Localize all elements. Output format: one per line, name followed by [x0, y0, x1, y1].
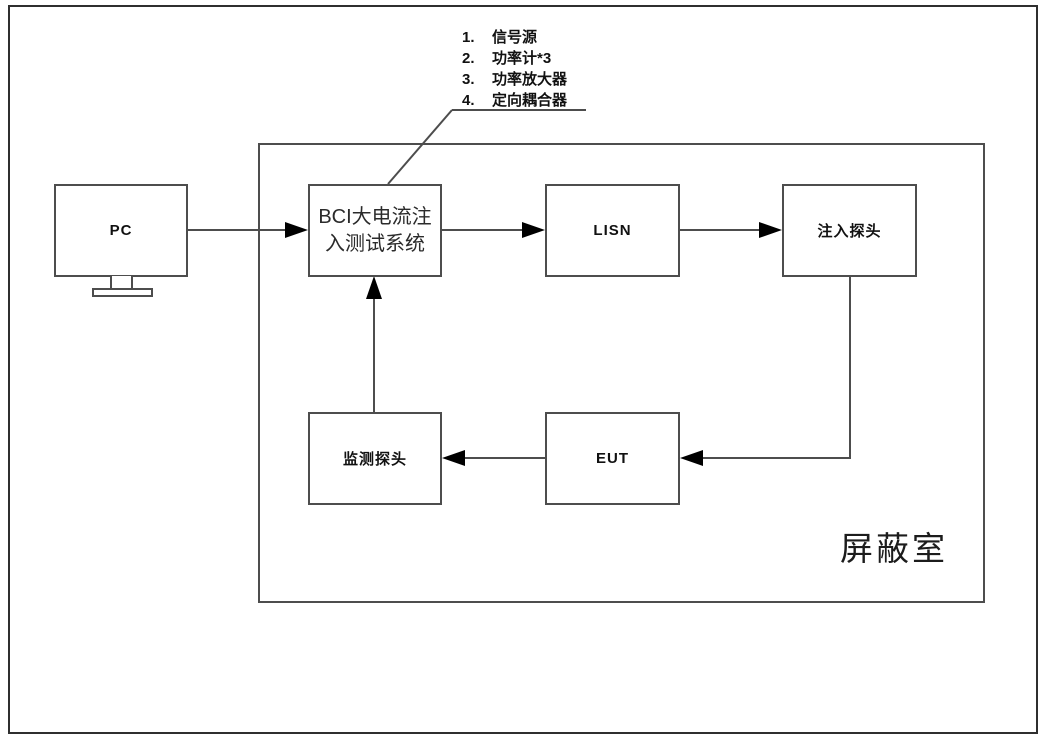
arrow-bci-to-lisn: [442, 222, 545, 238]
block-lisn-label: LISN: [593, 222, 632, 239]
arrow-monitor-probe-to-bci: [366, 276, 382, 412]
arrow-eut-to-monitor-probe: [442, 450, 545, 466]
annotation-item: 1. 信号源: [462, 27, 567, 48]
arrowhead-icon: [442, 450, 465, 466]
arrowhead-icon: [522, 222, 545, 238]
block-injection-probe-label: 注入探头: [817, 223, 882, 240]
annotation-item: 2. 功率计*3: [462, 48, 567, 69]
block-bci-label: BCI大电流注 入测试系统: [318, 204, 431, 258]
block-monitor-probe: 监测探头: [308, 412, 442, 505]
arrowhead-icon: [680, 450, 703, 466]
block-monitor-probe-label: 监测探头: [342, 451, 407, 468]
shield-room-boundary: [258, 143, 985, 603]
arrow-injection-probe-to-eut: [680, 277, 851, 466]
annotation-text: 定向耦合器: [492, 92, 568, 109]
block-eut: EUT: [545, 412, 680, 505]
block-injection-probe: 注入探头: [782, 184, 917, 277]
annotation-leader-line: [387, 109, 586, 185]
arrow-pc-to-bci: [188, 222, 308, 238]
pc-monitor-stand-neck: [110, 276, 133, 289]
block-pc-label: PC: [109, 222, 133, 239]
block-bci-label-line1: BCI大电流注: [318, 205, 432, 228]
block-pc: PC: [54, 184, 188, 277]
annotation-number: 4.: [462, 92, 475, 109]
annotation-text: 信号源: [492, 29, 538, 46]
annotation-item: 4. 定向耦合器: [462, 90, 567, 111]
block-bci-test-system: BCI大电流注 入测试系统: [308, 184, 442, 277]
annotation-text: 功率计*3: [492, 50, 552, 67]
outer-frame: [8, 5, 1038, 734]
annotation-number: 1.: [462, 29, 475, 46]
arrowhead-icon: [366, 276, 382, 299]
annotation-list: 1. 信号源 2. 功率计*3 3. 功率放大器 4. 定向耦合器: [462, 27, 567, 111]
arrow-lisn-to-injection-probe: [680, 222, 782, 238]
block-lisn: LISN: [545, 184, 680, 277]
block-eut-label: EUT: [596, 450, 629, 467]
annotation-number: 3.: [462, 71, 475, 88]
pc-monitor-stand-base: [92, 288, 153, 297]
annotation-text: 功率放大器: [492, 71, 568, 88]
annotation-number: 2.: [462, 50, 475, 67]
block-bci-label-line2: 入测试系统: [325, 232, 425, 255]
arrowhead-icon: [285, 222, 308, 238]
shield-room-label: 屏蔽室: [840, 530, 948, 567]
annotation-item: 3. 功率放大器: [462, 69, 567, 90]
arrowhead-icon: [759, 222, 782, 238]
